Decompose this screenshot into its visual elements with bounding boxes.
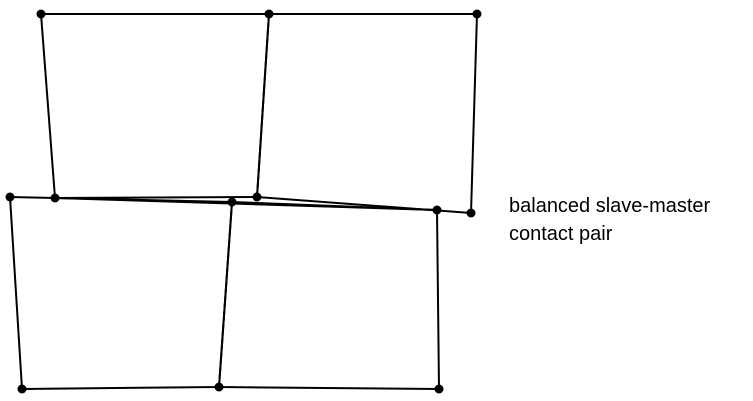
upper-element-right	[256, 13, 478, 214]
lower-element-left	[9, 196, 233, 390]
lower-mesh	[9, 196, 440, 390]
contact-pair-label: balanced slave-master contact pair	[509, 192, 710, 248]
node	[5, 192, 15, 202]
node	[466, 208, 476, 218]
contact-interface-line	[54, 197, 438, 211]
node	[434, 384, 444, 394]
mesh-nodes	[5, 9, 482, 394]
node	[472, 9, 482, 19]
node	[36, 9, 46, 19]
upper-element-left	[40, 13, 270, 199]
contact-pair-label-line1: balanced slave-master	[509, 195, 711, 217]
node	[214, 382, 224, 392]
upper-mesh	[40, 13, 478, 214]
node	[252, 192, 262, 202]
node	[17, 384, 27, 394]
lower-element-right	[218, 201, 440, 390]
node	[50, 193, 60, 203]
node	[264, 9, 274, 19]
node	[227, 197, 237, 207]
contact-pair-label-line2: contact pair	[509, 223, 613, 245]
node	[432, 205, 442, 215]
